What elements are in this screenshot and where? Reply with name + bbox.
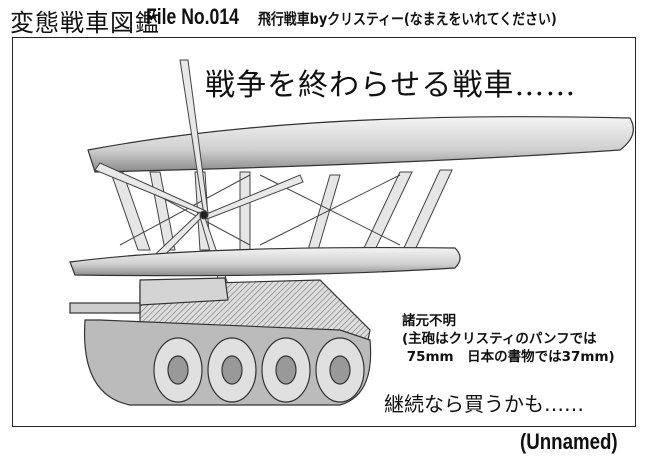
illustration-frame [12,37,636,427]
struts [109,169,453,251]
entry-subtitle: 飛行戦車byクリスティー(なまえをいれてください) [258,10,557,28]
spec-line: 諸元不明 [402,313,456,329]
vehicle-name: (Unnamed) [520,429,618,454]
road-wheels [153,337,365,403]
series-title: 変態戦車図鑑 [10,9,160,37]
headline: 戦争を終わらせる戦車…… [205,68,577,103]
spec-line: (主砲はクリスティのパンフでは [402,331,597,347]
spec-notes: 諸元不明 (主砲はクリスティのパンフでは 75mm 日本の書物では37mm) [402,312,615,366]
comment: 継続なら買うかも…… [384,392,584,416]
spec-line: 75mm 日本の書物では37mm) [402,349,615,365]
upper-wing [87,116,634,173]
lower-wing [69,246,461,277]
main-gun [69,302,141,314]
file-number: File No.014 [146,4,239,29]
